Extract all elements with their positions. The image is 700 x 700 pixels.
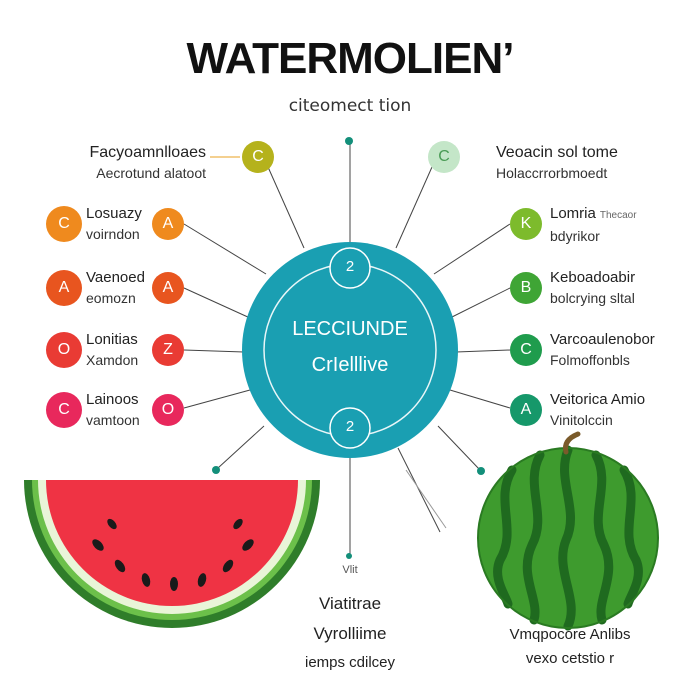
connector-right-2 bbox=[449, 287, 511, 319]
left-row-line-2: Xamdon bbox=[86, 352, 139, 368]
left-row-outer-badge: O bbox=[46, 332, 82, 368]
bottom-middle-line-3: iemps cdilcey bbox=[304, 654, 396, 671]
right-row-line-2: bdyrikor bbox=[550, 228, 600, 244]
left-row-label: Vaenoed eomozn bbox=[86, 268, 152, 308]
left-row-line-2: eomozn bbox=[86, 290, 136, 306]
connector-dot-bottom-left bbox=[212, 466, 220, 474]
left-row-line-1: Vaenoed bbox=[86, 269, 145, 286]
right-row-line-1: Varcoaulenobor bbox=[550, 331, 655, 348]
center-bottom-badge-circle bbox=[329, 407, 371, 449]
connector-left-2 bbox=[183, 287, 251, 319]
top-right-line-2: Holaccrrorbmoedt bbox=[496, 165, 608, 181]
right-row-line-1: Keboadoabir bbox=[550, 269, 636, 286]
whole-watermelon-icon bbox=[477, 431, 659, 631]
page-subtitle: citeomect tion bbox=[288, 96, 412, 116]
right-row-line-1: Lomria bbox=[550, 205, 596, 222]
connector-bottom-left bbox=[217, 425, 265, 469]
connector-top-left bbox=[267, 166, 305, 249]
left-row-line-1: Lainoos bbox=[86, 391, 139, 408]
watermelon-slice-icon bbox=[24, 480, 320, 628]
right-row-line-2: bolcrying sltal bbox=[550, 290, 635, 306]
connector-top-right bbox=[395, 166, 433, 249]
bottom-middle-tag: Vlit bbox=[342, 564, 358, 576]
bottom-right-line-2: vexo cetstio r bbox=[525, 650, 615, 667]
top-left-badge: C bbox=[242, 141, 274, 173]
connector-dot-bottom bbox=[346, 553, 352, 559]
left-row-line-1: Losuazy bbox=[86, 205, 142, 222]
right-row-line-2: Folmoffonbls bbox=[550, 352, 630, 368]
bottom-middle-line-2: Vyrolliime bbox=[313, 624, 387, 643]
left-row-label: Losuazy voirndon bbox=[86, 204, 152, 244]
right-row-line-1: Veitorica Amio bbox=[550, 391, 646, 408]
top-right-line-1: Veoacin sol tome bbox=[496, 144, 618, 161]
left-row-inner-badge: A bbox=[152, 208, 184, 240]
page-title: WATERMOLIEN’ bbox=[186, 34, 515, 83]
connector-right-3 bbox=[455, 349, 511, 353]
connector-dot-top bbox=[345, 137, 353, 145]
left-row-outer-badge: A bbox=[46, 270, 82, 306]
center-top-badge-circle bbox=[329, 247, 371, 289]
bottom-middle-line-1: Viatitrae bbox=[318, 594, 382, 613]
connector-lines bbox=[183, 142, 511, 556]
center-line-2: CrIelllive bbox=[311, 354, 389, 376]
connector-bottom-right bbox=[437, 425, 481, 471]
connector-left-4 bbox=[183, 389, 251, 409]
left-row-outer-badge: C bbox=[46, 206, 82, 242]
center-top-badge: 2 bbox=[345, 258, 355, 275]
connector-left-3 bbox=[183, 349, 245, 353]
right-row-badge: K bbox=[510, 208, 542, 240]
right-row-badge: C bbox=[510, 334, 542, 366]
left-row-line-2: vamtoon bbox=[86, 412, 140, 428]
left-row-label: Lainoos vamtoon bbox=[86, 390, 152, 430]
right-row-badge: B bbox=[510, 272, 542, 304]
top-right-badge: C bbox=[428, 141, 460, 173]
center-bottom-badge: 2 bbox=[345, 418, 355, 435]
center-circle bbox=[242, 242, 458, 458]
right-row-label: Keboadoabir bolcrying sltal bbox=[550, 268, 690, 308]
connector-right-4 bbox=[449, 389, 511, 409]
connector-bottom-right-3 bbox=[405, 469, 447, 529]
connector-left-1 bbox=[183, 223, 267, 275]
connector-bottom-right-2 bbox=[397, 447, 441, 533]
top-left-line-1: Facyoamnlloaes bbox=[89, 144, 207, 161]
right-row-line-2: Vinitolccin bbox=[550, 412, 613, 428]
connector-right-1 bbox=[433, 223, 511, 275]
top-left-line-2: Aecrotund alatoot bbox=[96, 165, 206, 181]
left-row-line-1: Lonitias bbox=[86, 331, 138, 348]
left-row-inner-badge: A bbox=[152, 272, 184, 304]
left-row-inner-badge: Z bbox=[152, 334, 184, 366]
left-row-outer-badge: C bbox=[46, 392, 82, 428]
top-right-label: Veoacin sol tome Holaccrrorbmoedt bbox=[496, 143, 686, 183]
center-line-1: LECCIUNDE bbox=[292, 318, 408, 340]
left-row-line-2: voirndon bbox=[86, 226, 140, 242]
right-row-badge: A bbox=[510, 394, 542, 426]
bottom-right-line-1: Vmqpocore Anlibs bbox=[509, 626, 631, 643]
left-row-inner-badge: O bbox=[152, 394, 184, 426]
connector-dot-bottom-right bbox=[477, 467, 485, 475]
top-left-label: Facyoamnlloaes Aecrotund alatoot bbox=[30, 143, 207, 183]
right-row-note: Thecaor bbox=[599, 210, 637, 221]
